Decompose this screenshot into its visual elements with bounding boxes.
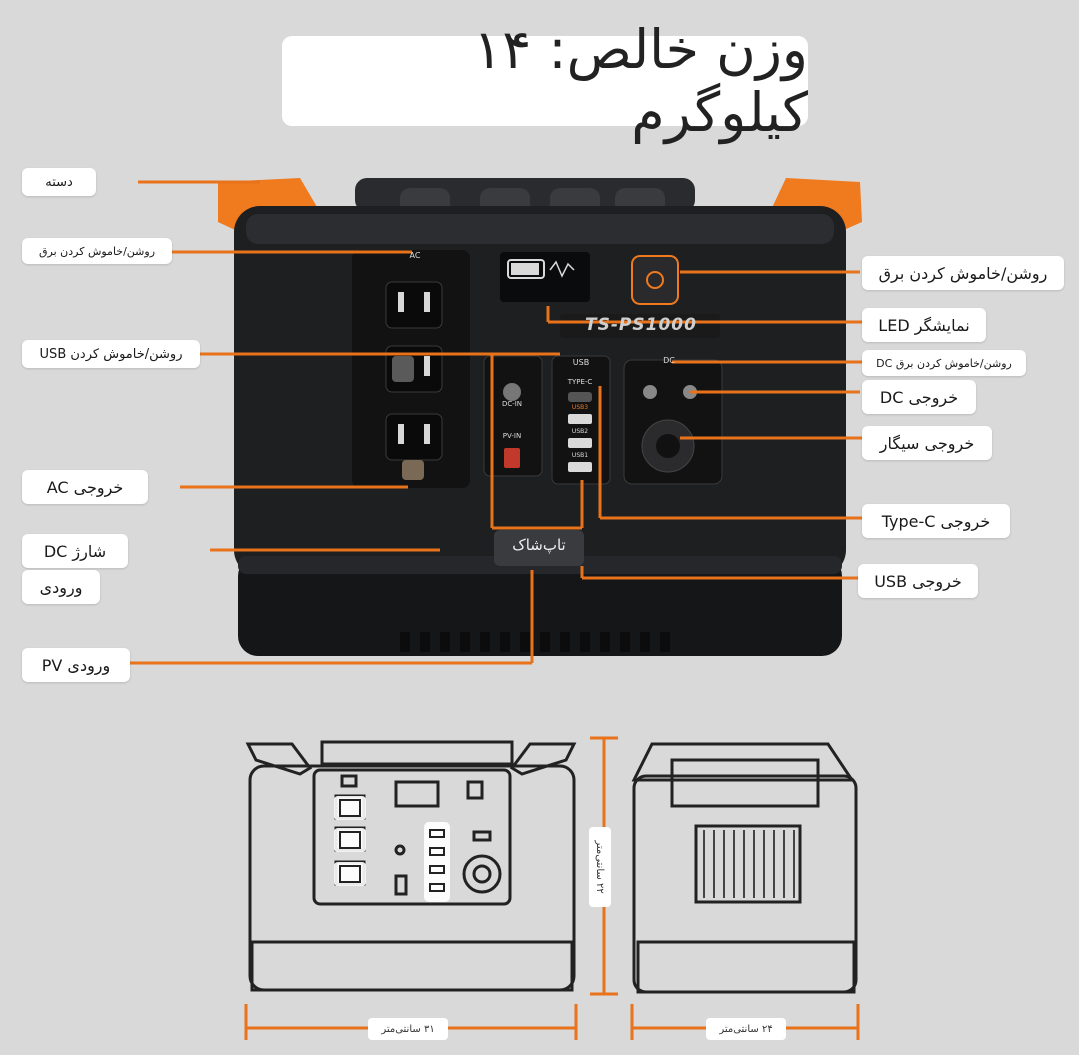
dc-power-label: روشن/خاموش کردن برق DC (862, 350, 1026, 376)
main-power-label: روشن/خاموش کردن برق (862, 256, 1064, 290)
usb3-tag: USB3 (571, 404, 589, 411)
dimension-lines (244, 736, 860, 1040)
width-dimension-label: ۲۴ سانتی‌متر (706, 1018, 786, 1040)
type-c-tag: TYPE-C (567, 378, 593, 386)
pv-input-label: ورودی PV (22, 648, 130, 682)
ac-tag: AC (409, 251, 421, 260)
ac-output-label: خروجی AC (22, 470, 148, 504)
usb-power-label: روشن/خاموش کردن USB (22, 340, 200, 368)
dc-tag: DC (663, 356, 675, 365)
usb-tag: USB (572, 358, 590, 367)
dc-charge-label: شارژ DC (22, 534, 128, 568)
ac-power-label: روشن/خاموش کردن برق (22, 238, 172, 264)
dc-input-label: ورودی (22, 570, 100, 604)
model-name: TS-PS1000 (585, 315, 697, 335)
power-button (631, 255, 679, 305)
length-dimension-label: ۳۱ سانتی‌متر (368, 1018, 448, 1040)
typec-output-label: خروجی Type-C (862, 504, 1010, 538)
led-display-label: نمایشگر LED (862, 308, 986, 342)
usb-output-label: خروجی USB (858, 564, 978, 598)
usb1-tag: USB1 (571, 452, 589, 459)
dc-output-label: خروجی DC (862, 380, 976, 414)
usb2-tag: USB2 (571, 428, 589, 435)
cigar-output-label: خروجی سیگار (862, 426, 992, 460)
height-dimension-label: ۲۲ سانتی‌متر (589, 827, 611, 907)
front-line-drawing (245, 740, 577, 992)
side-line-drawing (631, 742, 858, 994)
handle-label: دسته (22, 168, 96, 196)
pv-in-tag: PV-IN (502, 432, 522, 440)
brand-badge: تاپ‌شاک (512, 536, 566, 554)
dc-in-tag: DC-IN (501, 400, 523, 408)
